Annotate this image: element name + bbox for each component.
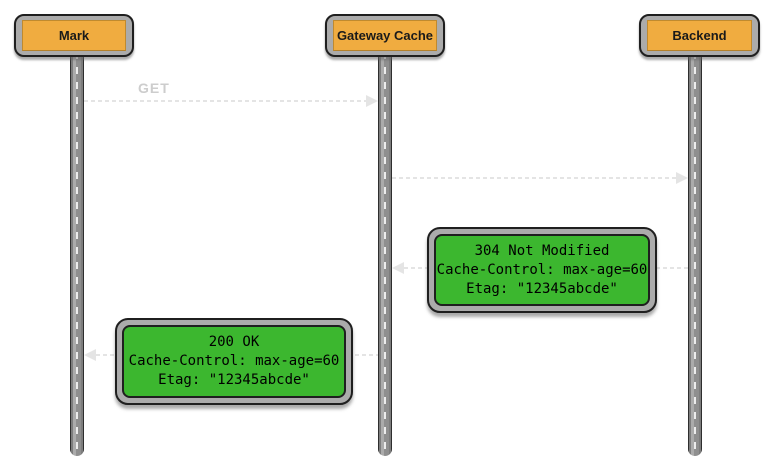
- actor-sign-gateway-cache: Gateway Cache: [325, 14, 445, 57]
- note-200-body: 200 OK Cache-Control: max-age=60 Etag: "…: [122, 325, 346, 398]
- note-304-body: 304 Not Modified Cache-Control: max-age=…: [434, 234, 650, 306]
- note-line: 200 OK: [208, 334, 260, 350]
- note-line: Etag: "12345abcde": [158, 372, 310, 388]
- actor-sign-mark: Mark: [14, 14, 134, 57]
- lifeline-gateway-cache: [378, 50, 392, 456]
- note-line: Cache-Control: max-age=60: [436, 261, 648, 278]
- arrowhead-right-icon: [676, 172, 688, 184]
- lifeline-mark: [70, 50, 84, 456]
- note-line: Etag: "12345abcde": [466, 280, 618, 297]
- actor-label: Backend: [647, 20, 752, 51]
- arrowhead-left-icon: [392, 262, 404, 274]
- note-304-response: 304 Not Modified Cache-Control: max-age=…: [427, 227, 657, 313]
- note-200-response: 200 OK Cache-Control: max-age=60 Etag: "…: [115, 318, 353, 405]
- arrowhead-left-icon: [84, 349, 96, 361]
- lifeline-backend: [688, 50, 702, 456]
- note-line: 304 Not Modified: [474, 242, 610, 259]
- actor-label: Gateway Cache: [333, 20, 437, 51]
- actor-label: Mark: [22, 20, 126, 51]
- arrowhead-right-icon: [366, 95, 378, 107]
- message-label-get: GET: [138, 80, 170, 96]
- actor-sign-backend: Backend: [639, 14, 760, 57]
- note-line: Cache-Control: max-age=60: [128, 353, 340, 369]
